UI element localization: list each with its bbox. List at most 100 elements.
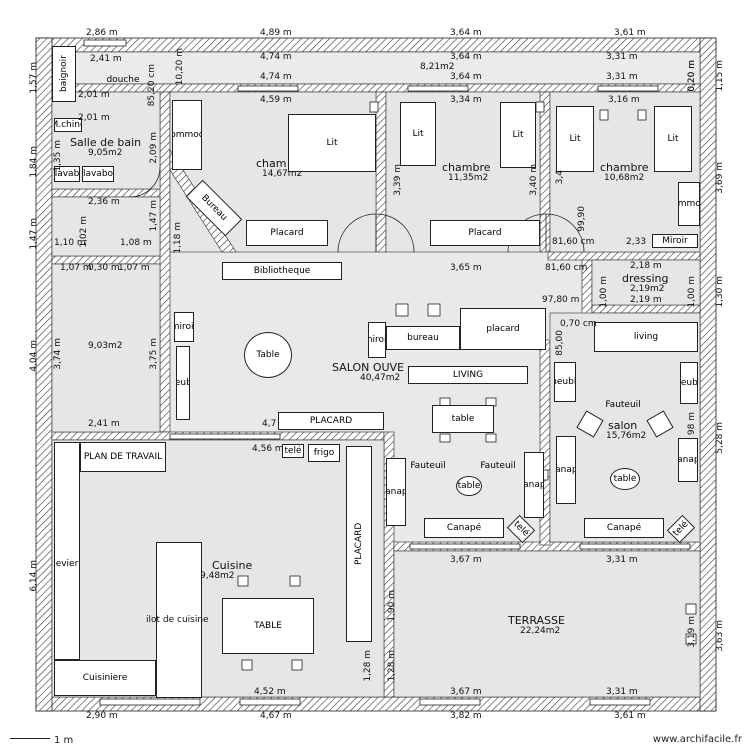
- dim-left-inner-4: 3,74 m: [53, 338, 63, 370]
- brand-watermark: www.archifacile.fr: [652, 734, 742, 745]
- dim-small-4: 1,07 m: [118, 263, 150, 273]
- room-area-chambre-2: 11,35m2: [448, 173, 489, 183]
- scale-line: [10, 738, 50, 739]
- dim-bath-2: 2,01 m: [78, 113, 110, 123]
- dim-left-1: 1,57 m: [29, 62, 39, 94]
- dim-lower-4: 3,31 m: [606, 687, 638, 697]
- desk-2: bureau: [386, 326, 460, 350]
- dim-top2-2: 3,64 m: [450, 52, 482, 62]
- dim-small-5: 0,30 m: [88, 263, 120, 273]
- dim-right-inner-4: 3,40 m: [529, 164, 539, 196]
- dim-right-inner-2: 3,4: [555, 170, 565, 185]
- armchair-2: Fauteuil: [480, 461, 516, 471]
- dim-right-inner-3: 3,39 m: [393, 164, 403, 196]
- dim-lower-5: 4,52 m: [254, 687, 286, 697]
- bookshelf: Bibliotheque: [222, 262, 342, 280]
- dim-mid-1: 3,65 m: [450, 263, 482, 273]
- room-area-chambre-3: 10,68m2: [604, 173, 645, 183]
- dim-top3-1: 4,74 m: [260, 72, 292, 82]
- bed-3b: Lit: [654, 106, 692, 172]
- dining-table: table: [432, 405, 494, 433]
- room-area-salon-ouvert: 40,47m2: [360, 373, 401, 383]
- dim-left-mid-3: 4,56 m: [252, 444, 284, 454]
- closet-3: placard: [460, 308, 546, 350]
- dim-top-1: 2,86 m: [86, 28, 118, 38]
- dim-right-1: 1,15 m: [715, 60, 725, 92]
- mirror-2: miroir: [174, 312, 194, 342]
- dim-bottom-1: 2,90 m: [86, 711, 118, 721]
- dim-top4-4: 3,16 m: [608, 95, 640, 105]
- bed-3a: Lit: [556, 106, 594, 172]
- scale-label: 1 m: [54, 735, 74, 746]
- outer-walls: [35, 37, 717, 712]
- dim-top2-3: 3,31 m: [606, 52, 638, 62]
- dim-bottom-4: 3,61 m: [614, 711, 646, 721]
- dim-left-3: 1,47 m: [29, 218, 39, 250]
- dim-left-mid-1: 2,41 m: [88, 419, 120, 429]
- dim-left-inner-5: 3,75 m: [149, 338, 159, 370]
- dim-right-inner-15: 99,90: [577, 206, 587, 232]
- round-table-1: Table: [244, 332, 292, 378]
- dim-right-inner-7: 85,00: [555, 330, 565, 356]
- dim-mid-5: 2,18 m: [630, 261, 662, 271]
- washing-machine: M.chine: [54, 118, 82, 132]
- dim-left-inner-1: 85,20 cm: [147, 64, 157, 107]
- room-label-dressing: dressing: [622, 272, 669, 285]
- cabinet-1: meuble: [176, 346, 190, 420]
- dim-right-inner-5: 1,00 m: [599, 276, 609, 308]
- sofa-3: Canapé: [424, 518, 504, 538]
- dim-right-3: 1,30 m: [715, 276, 725, 308]
- armchair-salon: Fauteuil: [605, 400, 641, 410]
- dresser-1: Commode: [172, 100, 202, 170]
- dim-left-5: 6,14 m: [29, 560, 39, 592]
- room-label-salle-de-bain: Salle de bain: [70, 136, 142, 149]
- dim-small-2: 1,08 m: [120, 238, 152, 248]
- coffee-table-1: table: [456, 476, 482, 496]
- stove: Cuisiniere: [54, 660, 156, 696]
- dim-lower-3: 3,67 m: [450, 687, 482, 697]
- dim-left-inner-8: 1,18 m: [173, 222, 183, 254]
- dim-left-inner-7: 1,47 m: [149, 200, 159, 232]
- dim-right-2: 3,69 m: [715, 162, 725, 194]
- sofa-4: Canapé: [556, 436, 576, 504]
- closet-4: PLACARD: [278, 412, 384, 430]
- dim-right-inner-6: 1,00 m: [687, 276, 697, 308]
- dim-right-inner-8: 98 m: [687, 412, 697, 436]
- living-unit-1: LIVING: [408, 366, 528, 384]
- room-label-salon-ouvert: SALON OUVE: [332, 361, 405, 374]
- tv-3: telé: [282, 444, 304, 458]
- dim-right-inner-12: 3,19 m: [687, 616, 697, 648]
- dim-mid-7: 97,80 m: [542, 295, 580, 305]
- dim-bath-1: 2,01 m: [78, 90, 110, 100]
- room-area-salle-de-bain: 9,05m2: [88, 148, 123, 158]
- dim-top3-2: 3,64 m: [450, 72, 482, 82]
- dim-top4-3: 3,34 m: [450, 95, 482, 105]
- armchair-1: Fauteuil: [410, 461, 446, 471]
- dim-mid-2: 81,60 cm: [552, 237, 595, 247]
- room-label-cuisine: Cuisine: [212, 559, 253, 572]
- counter-left: [54, 442, 80, 660]
- dim-left-mid-2: 4,7: [262, 419, 277, 429]
- dim-bath-3: 2,36 m: [88, 197, 120, 207]
- room-area-terrasse: 22,24m2: [520, 626, 561, 636]
- dim-right-inner-9: 1,90 m: [387, 590, 397, 622]
- fridge: frigo: [308, 444, 340, 462]
- dim-top-4: 3,61 m: [614, 28, 646, 38]
- sofa-1: Canapé: [386, 458, 406, 526]
- dim-bottom-3: 3,82 m: [450, 711, 482, 721]
- cabinet-2: meuble: [554, 362, 576, 402]
- sink-kitchen: evier: [55, 559, 79, 569]
- dim-right-inner-14: 10,20 m: [175, 48, 185, 86]
- room-area-chambre-1: 14,67m2: [262, 169, 303, 179]
- dim-right-5: 3,63 m: [715, 620, 725, 652]
- room-label-salon: salon: [608, 419, 638, 432]
- dim-top3-3: 3,31 m: [606, 72, 638, 82]
- dim-right-inner-11: 1,28 m: [387, 650, 397, 682]
- sofa-2: Canapé: [524, 452, 544, 518]
- room-label-chambre-2: chambre: [442, 161, 491, 174]
- bathtub: baignoir: [52, 46, 76, 102]
- dim-top4-1: 2,41 m: [90, 54, 122, 64]
- bed-2b: Lit: [500, 102, 536, 168]
- dim-right-4: 5,28 m: [715, 422, 725, 454]
- mirror-1: Miroir: [652, 234, 698, 248]
